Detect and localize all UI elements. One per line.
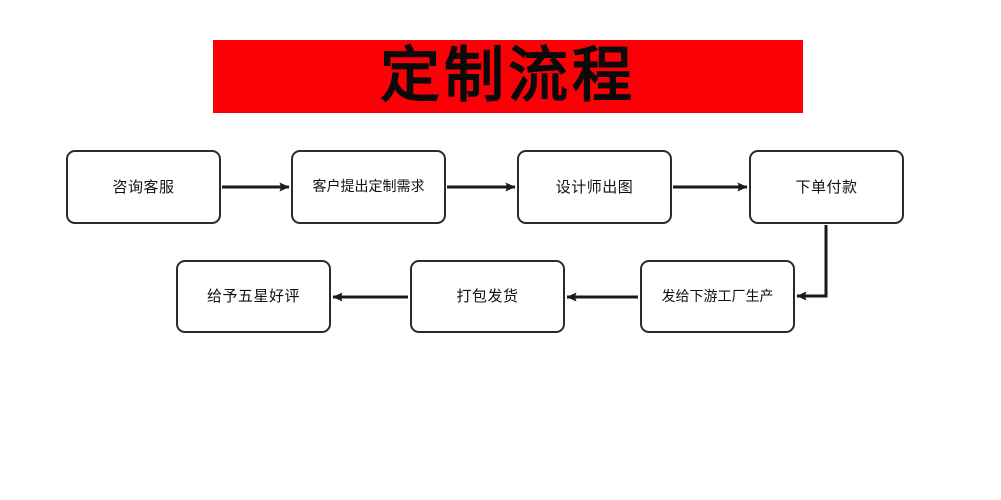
flow-step-3[interactable]: 设计师出图 <box>517 150 672 224</box>
flow-step-3-label: 设计师出图 <box>555 177 634 196</box>
flow-step-6-label: 打包发货 <box>456 287 519 305</box>
flow-step-4[interactable]: 下单付款 <box>749 150 904 224</box>
flow-step-7-label: 给予五星好评 <box>206 287 300 305</box>
flow-step-1[interactable]: 咨询客服 <box>66 150 221 224</box>
flow-step-4-label: 下单付款 <box>795 177 858 196</box>
flow-step-5[interactable]: 发给下游工厂生产 <box>640 260 795 333</box>
arrow-step4-step5 <box>796 225 828 301</box>
page-title: 定制流程 <box>380 40 636 111</box>
flow-step-6[interactable]: 打包发货 <box>410 260 565 333</box>
flow-step-2[interactable]: 客户提出定制需求 <box>291 150 446 224</box>
title-banner: 定制流程 <box>213 40 803 113</box>
flow-step-7[interactable]: 给予五星好评 <box>176 260 331 333</box>
flow-step-2-label: 客户提出定制需求 <box>312 179 425 195</box>
flow-step-5-label: 发给下游工厂生产 <box>661 288 774 305</box>
flow-step-1-label: 咨询客服 <box>112 177 175 196</box>
